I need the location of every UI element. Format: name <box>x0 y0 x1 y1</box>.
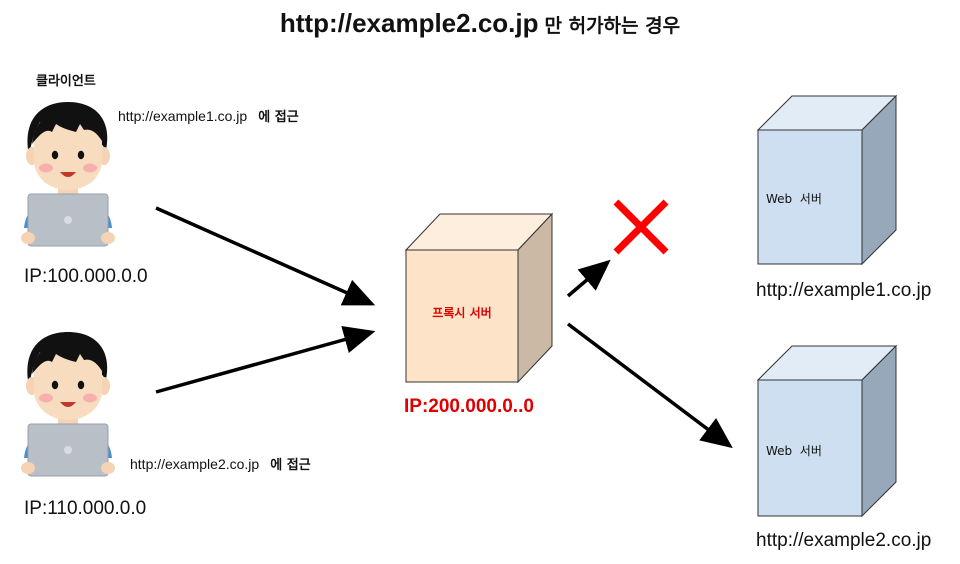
arrow-proxy-to-server1-blocked <box>566 259 611 298</box>
arrow-client2-to-proxy <box>155 326 376 394</box>
server-2-label: Web 서버 <box>766 444 822 458</box>
client-2-access-url: http://example2.co.jp <box>130 456 260 472</box>
client-1-access-suffix: 에 접근 <box>258 110 299 125</box>
proxy-ip: IP:200.000.0..0 <box>404 396 534 417</box>
client-heading: 클라이언트 <box>36 74 96 89</box>
client-1-access-label: http://example1.co.jp 에 접근 <box>118 106 299 125</box>
server-2-box-icon <box>756 344 898 518</box>
arrow-client1-to-proxy <box>155 206 376 306</box>
proxy-box-icon <box>404 212 554 384</box>
server-1-label: Web 서버 <box>766 192 822 206</box>
client-2-ip: IP:110.000.0.0 <box>24 498 147 519</box>
client-2-access-label: http://example2.co.jp 에 접근 <box>130 454 311 473</box>
server-1-box-icon <box>756 94 898 266</box>
client-2-person-icon <box>20 331 116 477</box>
client-1-ip: IP:100.000.0.0 <box>24 266 148 287</box>
server-1-host: http://example1.co.jp <box>756 280 932 301</box>
arrow-proxy-to-server2 <box>566 322 733 449</box>
proxy-label: 프록시 서버 <box>432 306 492 320</box>
blocked-x-icon <box>613 199 669 255</box>
client-2-access-suffix: 에 접근 <box>270 458 311 473</box>
client-1-person-icon <box>20 101 116 247</box>
title-suffix: 만 허가하는 경우 <box>544 15 681 37</box>
client-1-access-url: http://example1.co.jp <box>118 108 248 124</box>
server-2-host: http://example2.co.jp <box>756 530 932 551</box>
title-url: http://example2.co.jp <box>279 8 539 38</box>
